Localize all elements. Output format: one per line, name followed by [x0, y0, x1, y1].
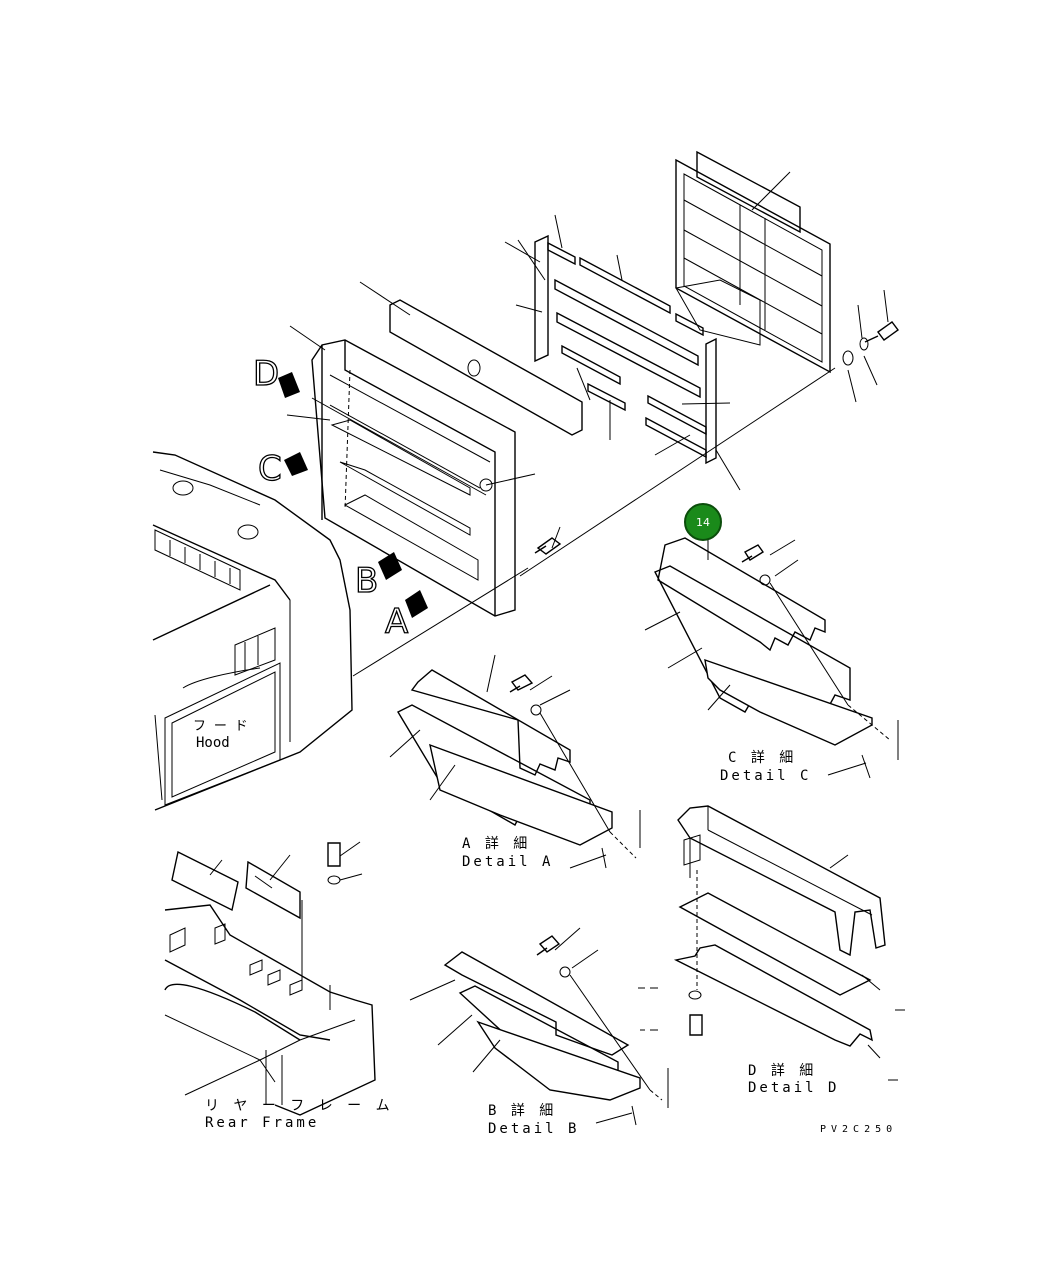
radiator-screen: [675, 150, 831, 374]
detail-a-parts: [389, 654, 641, 869]
view-letter-a: A: [385, 602, 408, 642]
detail-b-label-en: Detail B: [488, 1121, 579, 1137]
detail-c-label-en: Detail C: [720, 768, 811, 784]
view-letter-b: B: [355, 561, 378, 601]
view-letter-c: C: [258, 449, 282, 489]
screen-bolts: [842, 321, 899, 366]
hood-label-en: Hood: [196, 735, 230, 751]
rear-frame-label-jp: リ ヤ ー フ レ ー ム: [205, 1098, 393, 1114]
detail-c-label-jp: C 詳 細: [728, 750, 796, 766]
rear-frame-label-en: Rear Frame: [205, 1115, 319, 1131]
callout-14[interactable]: 14: [684, 503, 722, 541]
detail-a-label-en: Detail A: [462, 854, 553, 870]
view-letter-d: D: [253, 354, 279, 394]
callout-number: 14: [696, 516, 710, 529]
hood: [152, 451, 353, 811]
top-plate: [389, 299, 583, 436]
detail-d-parts: [638, 805, 905, 1081]
detail-b-label-jp: B 詳 細: [488, 1103, 556, 1119]
seal-strips: [534, 234, 717, 465]
rear-frame: [164, 841, 376, 1116]
bolt-frame: [534, 537, 562, 555]
radiator-frame: [311, 339, 536, 617]
hood-label-jp: フ ー ド: [193, 719, 248, 734]
leader-lines-top: [286, 171, 889, 677]
detail-b-parts: [409, 927, 669, 1126]
detail-d-label-en: Detail D: [748, 1080, 839, 1096]
callout-marker[interactable]: [684, 503, 722, 541]
detail-c-parts: [644, 537, 899, 779]
view-arrows: [278, 372, 428, 618]
detail-a-label-jp: A 詳 細: [462, 836, 530, 852]
drawing-code: PV2C250: [820, 1124, 897, 1135]
detail-d-label-jp: D 詳 細: [748, 1063, 816, 1079]
